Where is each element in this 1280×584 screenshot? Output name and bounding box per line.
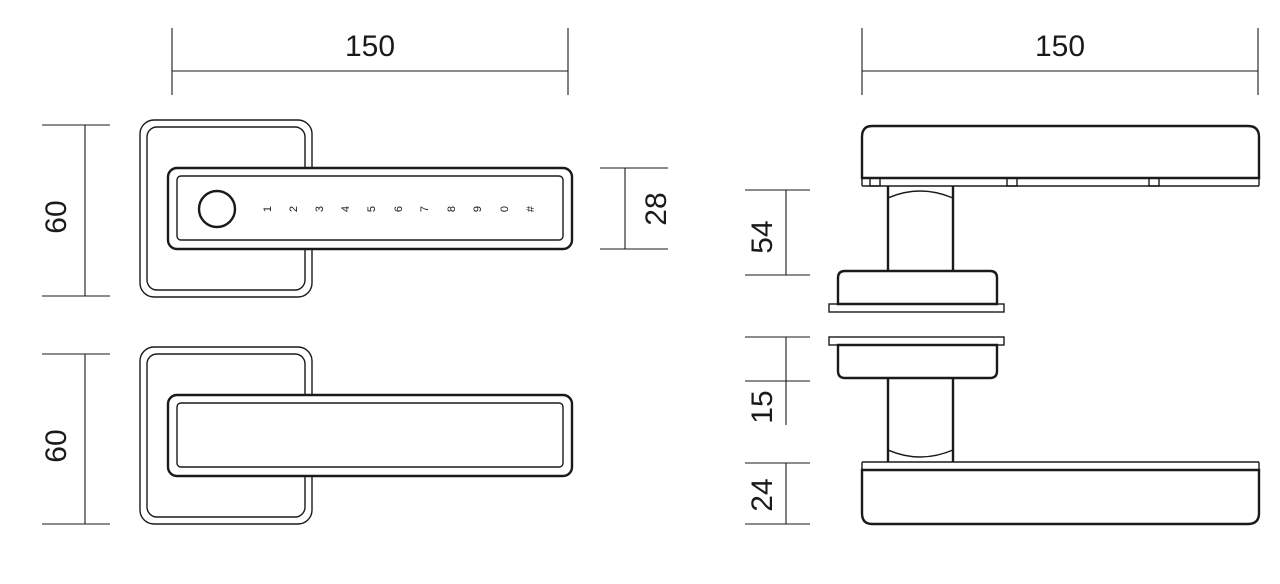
dimension-width-right: 150 [861, 28, 1259, 95]
dimension-label-spindle-height: 54 [746, 220, 779, 253]
dimension-label-width-left: 150 [345, 30, 395, 63]
dimension-label-handle-thickness: 24 [746, 478, 779, 511]
dimension-handle-height: 28 [600, 167, 673, 250]
keypad: 1 2 3 4 5 6 7 8 9 0 # [262, 205, 537, 212]
dimension-label-width-right: 150 [1035, 30, 1085, 63]
keypad-key: 3 [314, 206, 326, 212]
dimension-spindle-height: 54 [745, 189, 810, 276]
keypad-key: 6 [393, 206, 405, 212]
keypad-key: 2 [288, 206, 300, 212]
handle-plain [139, 346, 574, 525]
keypad-key: 1 [262, 206, 274, 212]
side-view [828, 124, 1261, 526]
fingerprint-sensor-icon [197, 189, 237, 229]
dimension-height-lower: 60 [40, 353, 110, 525]
dimension-label-height-upper: 60 [40, 200, 73, 233]
keypad-key: 9 [472, 206, 484, 212]
keypad-key: 0 [499, 206, 511, 212]
dimension-width-left: 150 [171, 28, 569, 95]
keypad-key: # [525, 205, 537, 212]
keypad-key: 7 [419, 206, 431, 212]
dimension-handle-thickness: 24 [745, 462, 810, 525]
dimension-label-rose-gap: 15 [746, 390, 779, 423]
keypad-key: 4 [340, 206, 352, 212]
dimension-rose-gap: 15 [745, 336, 810, 425]
keypad-key: 8 [446, 206, 458, 212]
dimension-height-upper: 60 [40, 124, 110, 297]
handle-with-keypad: 1 2 3 4 5 6 7 8 9 0 # [139, 119, 574, 298]
keypad-key: 5 [366, 206, 378, 212]
dimension-label-handle-height: 28 [640, 192, 673, 225]
dimension-label-height-lower: 60 [40, 429, 73, 462]
